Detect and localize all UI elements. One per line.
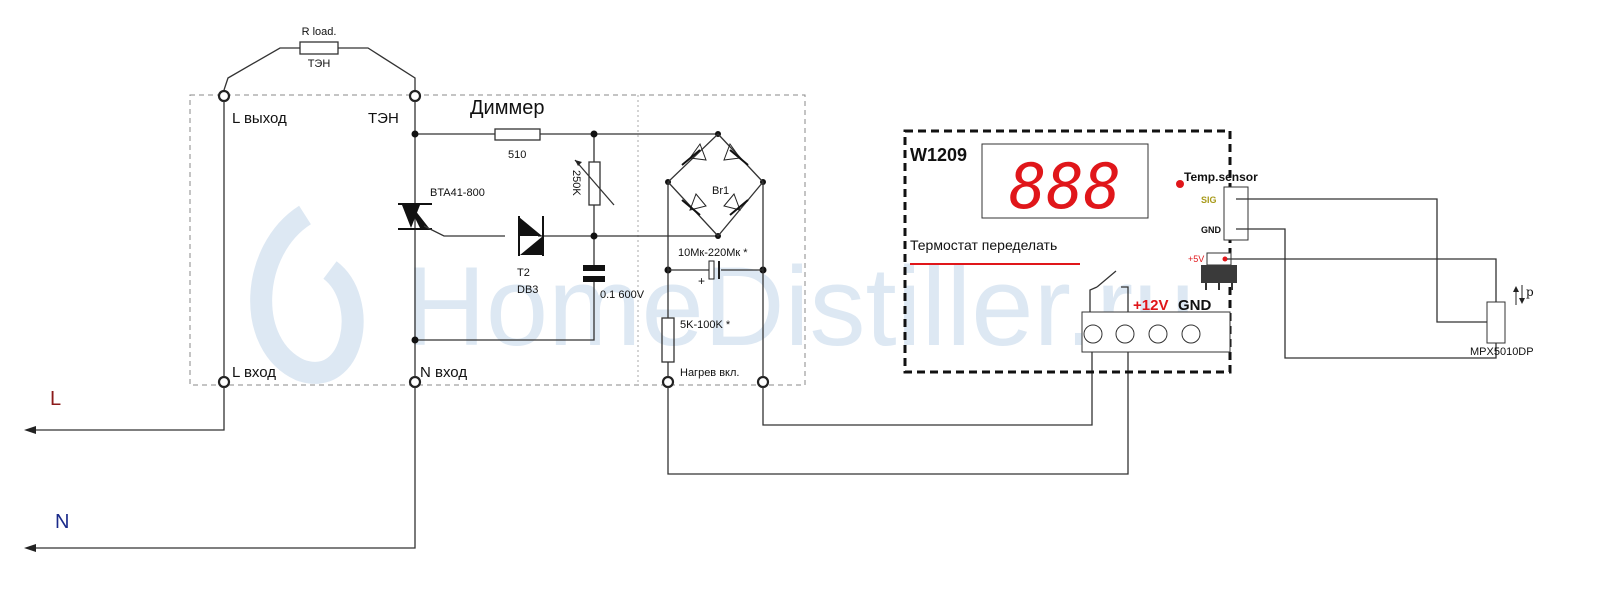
triac-icon	[398, 203, 432, 230]
pressure-arrows-icon	[1513, 285, 1525, 305]
pressure-sensor	[1486, 301, 1506, 344]
ecap-plus: +	[698, 274, 705, 288]
diac-ref: T2	[517, 267, 530, 279]
dimmer-title: Диммер	[470, 97, 544, 119]
diac-icon	[518, 216, 544, 256]
l-out-label: L выход	[232, 110, 287, 127]
l-in-label: L вход	[232, 364, 276, 381]
dimmer-board-outline	[189, 94, 806, 386]
display	[981, 143, 1149, 219]
l-line-label: L	[50, 388, 61, 410]
diac-label: DB3	[517, 284, 538, 296]
gnd-label: GND	[1201, 225, 1222, 235]
sig-label: SIG	[1201, 195, 1217, 205]
watermark-text: HomeDistiller.ru	[405, 244, 1195, 369]
triac-label: BTA41-800	[430, 187, 485, 199]
temp-sensor-label: Temp.sensor	[1184, 170, 1258, 184]
cap-label: 0.1 600V	[600, 289, 645, 301]
r1-label: 510	[508, 149, 526, 161]
load-sub: ТЭН	[308, 58, 331, 70]
bridge-label: Br1	[712, 185, 729, 197]
bridge-rectifier-icon	[667, 133, 764, 237]
display-digits: 888	[1009, 150, 1121, 223]
r2-label: 5K-100K *	[680, 319, 731, 331]
plus5-label: +5V	[1188, 254, 1204, 264]
resistor-510	[494, 128, 541, 141]
sensor-model-label: MPX5010DP	[1470, 346, 1534, 358]
thermostat-note: Термостат переделать	[910, 237, 1057, 253]
plus12-label: +12V	[1133, 297, 1168, 314]
load-resistor	[299, 41, 339, 55]
heat-on-label: Нагрев вкл.	[680, 367, 739, 379]
load-label: R load.	[302, 26, 337, 38]
relay-switch-icon	[1089, 270, 1129, 312]
sensor-connector	[1223, 186, 1249, 241]
pressure-label: p	[1526, 285, 1534, 299]
w1209-title: W1209	[910, 145, 967, 165]
regulator-icon	[1201, 252, 1237, 290]
ecap-label: 10Мк-220Мк *	[678, 247, 748, 259]
potentiometer-250k	[588, 161, 601, 206]
pot-label: 250K	[570, 170, 582, 196]
n-line-label: N	[55, 511, 69, 533]
gnd-term-label: GND	[1178, 297, 1212, 314]
n-in-label: N вход	[420, 364, 467, 381]
ten-label: ТЭН	[368, 110, 399, 127]
w1209-outline	[903, 129, 1232, 374]
